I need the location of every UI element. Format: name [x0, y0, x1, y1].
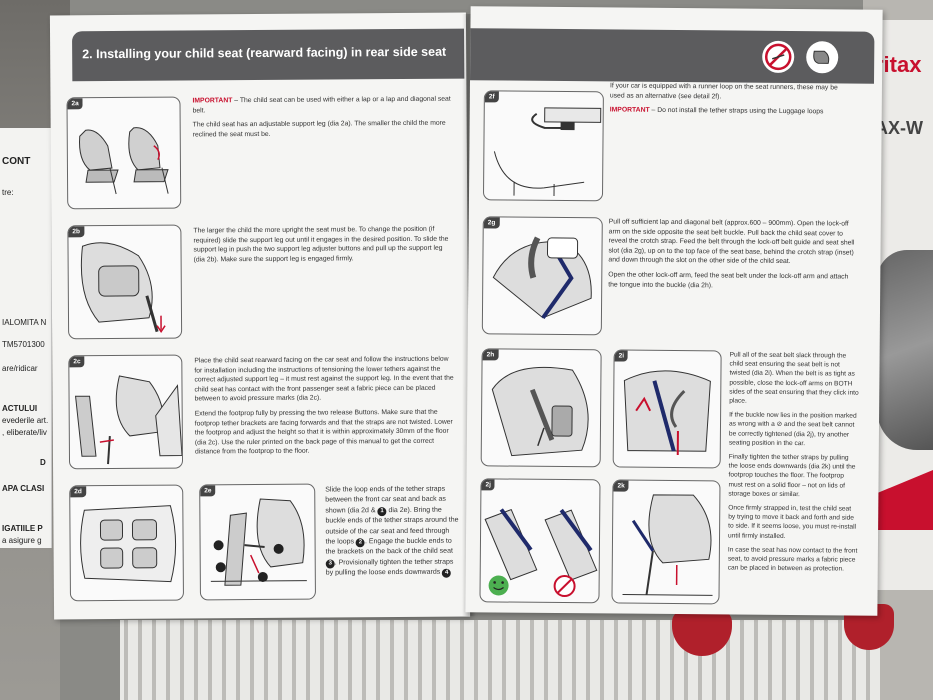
step-number-3: 3: [325, 559, 335, 569]
figure-2f: 2f: [482, 90, 604, 202]
text-2f: If your car is equipped with a runner lo…: [610, 81, 850, 122]
doc-line: evederile art.: [2, 416, 49, 425]
lap-belt-routing-illustration: [492, 236, 592, 320]
text-2d: Slide the loop ends of the tether straps…: [325, 485, 460, 580]
weight-badge: 0-25 kg: [814, 65, 832, 72]
model-name-fragment: AX-W: [875, 118, 923, 138]
figure-2g: 2g: [481, 216, 603, 336]
radiator: [100, 620, 880, 700]
section-title: 2. Installing your child seat (rearward …: [82, 44, 447, 62]
paragraph-2g-routing: Pull off sufficient lap and diagonal bel…: [608, 218, 855, 266]
red-clip: [672, 610, 732, 656]
step-number-1: 1: [377, 506, 387, 516]
paragraph-test: Once firmly strapped in, test the child …: [728, 504, 857, 540]
figure-2i: 2i: [612, 349, 722, 469]
paragraph-2g-buckle: Open the other lock-off arm, feed the se…: [608, 271, 849, 289]
buckle-position-illustration: [484, 508, 598, 598]
cover-seat-image: [877, 250, 933, 450]
text-2c: Place the child seat rearward facing on …: [194, 355, 457, 463]
no-luggage-loop-icon: [762, 40, 795, 74]
text-2a: IMPORTANT – The child seat can be used w…: [192, 95, 454, 145]
doc-line: , eliberate/liv: [2, 428, 47, 437]
paragraph-2f: If your car is equipped with a runner lo…: [609, 82, 838, 100]
car-top-view-illustration: [80, 505, 177, 583]
figure-2c: 2c: [68, 354, 184, 470]
text-2i: Pull all of the seat belt slack through …: [728, 350, 860, 579]
manual-left-page: 2. Installing your child seat (rearward …: [49, 12, 471, 620]
seat-recline-illustration: [79, 127, 169, 195]
step-number-4: 4: [442, 568, 452, 578]
paragraph-front-contact: In case the seat has now contact to the …: [727, 546, 858, 573]
doc-line: ACTULUI: [2, 404, 38, 413]
footprop-floor-illustration: [622, 494, 713, 596]
tether-strap-illustration: [210, 498, 307, 586]
doc-line: are/ridicar: [2, 364, 38, 373]
radiator-valve: [60, 615, 120, 700]
paragraph-2i-slack: Pull all of the seat belt slack through …: [729, 351, 859, 405]
paragraph-2c-placement: Place the child seat rearward facing on …: [194, 355, 454, 403]
important-text: – Do not install the tether straps using…: [649, 106, 824, 116]
background-document: CONT tre: IALOMITA N TM5701300 are/ridic…: [0, 128, 52, 548]
doc-line: TM5701300: [2, 340, 45, 349]
figure-2a: 2a: [66, 96, 182, 210]
weight-group-icon: [806, 41, 839, 74]
paragraph-2k-tighten: Finally tighten the tether straps by pul…: [728, 453, 856, 498]
doc-line: IALOMITA N: [2, 318, 47, 327]
figure-2k: 2k: [611, 479, 721, 605]
text-2b: The larger the child the more upright th…: [193, 225, 455, 270]
figure-2d: 2d: [69, 484, 184, 602]
brand-logo-fragment: ritax: [875, 52, 922, 77]
doc-line: IGATIILE P: [2, 524, 43, 533]
doc-line: a asigure g: [2, 536, 42, 545]
manual-right-page: 0-25 kg 2f 2g 2h: [465, 6, 883, 616]
section-header-right: 0-25 kg: [470, 28, 875, 84]
buckle-attach-illustration: [491, 366, 589, 457]
paragraph-2b: The larger the child the more upright th…: [193, 225, 449, 264]
paragraph-2i-buckle-position: If the buckle now lies in the position m…: [728, 411, 857, 447]
doc-line: tre:: [2, 188, 14, 197]
paragraph-2c-footprop: Extend the footprop fully by pressing th…: [194, 408, 453, 456]
important-label: IMPORTANT: [192, 97, 233, 105]
runner-loop-illustration: [493, 107, 602, 196]
important-label: IMPORTANT: [609, 106, 650, 114]
figure-2j: 2j: [479, 478, 601, 604]
paragraph-2d-part4: . Provisionally tighten the tether strap…: [325, 558, 454, 577]
figure-2e: 2e: [199, 483, 316, 601]
rearward-placement-illustration: [75, 375, 183, 465]
figure-2h: 2h: [480, 348, 602, 468]
section-header: 2. Installing your child seat (rearward …: [72, 28, 465, 82]
text-2g: Pull off sufficient lap and diagonal bel…: [608, 217, 857, 296]
figure-2b: 2b: [67, 224, 183, 340]
doc-line: D: [40, 458, 46, 467]
tighten-belt-illustration: [623, 370, 711, 456]
support-leg-illustration: [80, 242, 166, 334]
paragraph-2a: The child seat has an adjustable support…: [192, 119, 446, 139]
doc-line: APA CLASI: [2, 484, 45, 493]
doc-line: CONT: [2, 156, 31, 167]
